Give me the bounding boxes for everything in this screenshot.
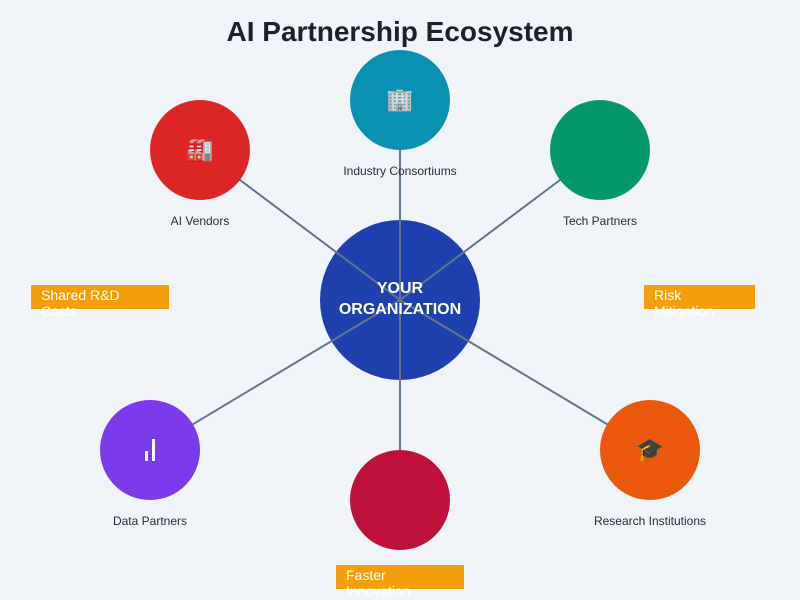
- node-data-partners: [100, 400, 200, 500]
- label-ai-vendors: AI Vendors: [170, 214, 230, 228]
- benefit-shared-rd-costs: Shared R&D Costs: [31, 285, 169, 319]
- label-tech-partners: Tech Partners: [562, 214, 638, 228]
- node-ai-vendors: 🏭: [150, 100, 250, 200]
- label-research-institutions: Research Institutions: [593, 514, 707, 528]
- node-industry-consortiums: 🏢: [350, 50, 450, 150]
- center-line1: YOUR: [376, 280, 424, 297]
- factory-icon: 🏭: [186, 137, 214, 162]
- office-building-icon: 🏢: [386, 87, 414, 112]
- benefit-faster-innovation: Faster Innovation: [336, 565, 464, 599]
- node-unlabeled: [350, 450, 450, 550]
- label-industry-consortiums: Industry Consortiums: [343, 164, 457, 178]
- graduation-cap-icon: 🎓: [636, 437, 664, 462]
- bar-chart-icon: [145, 439, 155, 461]
- center-line2: ORGANIZATION: [338, 301, 462, 318]
- node-tech-partners: [550, 100, 650, 200]
- diagram-title: AI Partnership Ecosystem: [226, 16, 574, 47]
- node-research-institutions: 🎓: [600, 400, 700, 500]
- benefit-risk-mitigation: Risk Mitigation: [644, 285, 755, 319]
- label-data-partners: Data Partners: [112, 514, 188, 528]
- center-label: YOUR ORGANIZATION: [320, 278, 480, 320]
